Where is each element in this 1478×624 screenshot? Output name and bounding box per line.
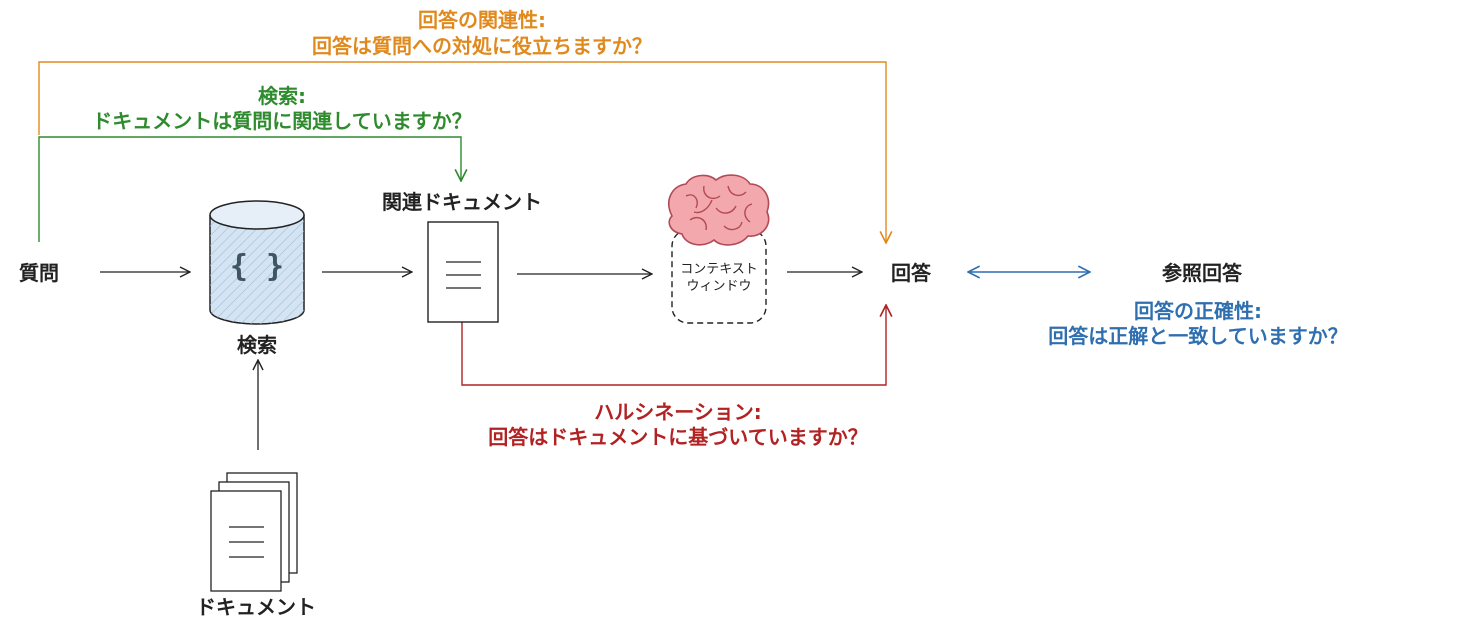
hallucination-connector [461,305,886,386]
documents-stack-icon [210,472,298,592]
db-braces: { } [230,249,284,284]
answer-label: 回答 [891,261,931,285]
relevant-document-icon [427,221,499,323]
documents-label: ドキュメント [196,595,316,619]
context-window-label-line1: コンテキスト [680,262,758,277]
relevance-connector [38,61,886,243]
question-label: 質問 [19,261,59,285]
answer-relevance-title: 回答の関連性: [418,8,546,32]
reference-answer-label: 参照回答 [1162,261,1242,285]
hallucination-title: ハルシネーション: [594,400,762,424]
retrieval-question: ドキュメントは質問に関連していますか？ [92,109,472,133]
relevant-docs-label: 関連ドキュメント [382,190,542,214]
answer-relevance-question: 回答は質問への対処に役立ちますか？ [312,34,652,58]
correctness-title: 回答の正確性: [1134,299,1262,323]
retrieval-connector [38,136,461,242]
retrieval-title: 検索: [258,84,306,108]
brain-icon [668,174,770,246]
context-window-label-line2: ウィンドウ [686,279,752,294]
hallucination-question: 回答はドキュメントに基づいていますか？ [488,425,868,449]
correctness-question: 回答は正解と一致していますか？ [1048,324,1348,348]
database-icon: { } [209,200,305,325]
retriever-label: 検索 [237,333,277,357]
